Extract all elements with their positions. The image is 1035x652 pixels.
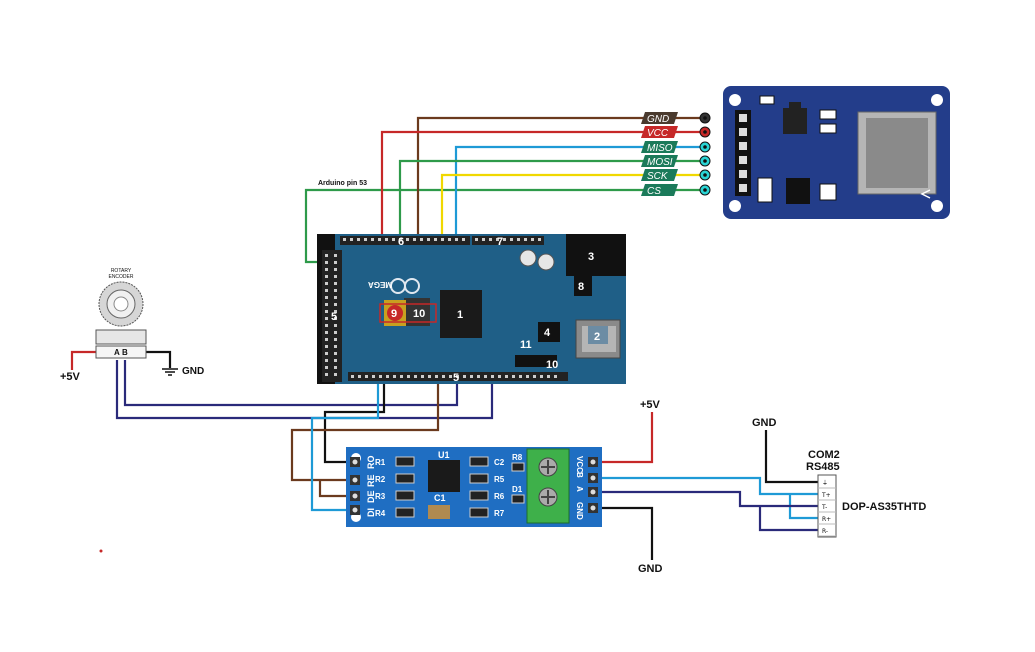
rs485-pin-b: B — [575, 472, 584, 478]
arduino-mega-text: MEGA — [368, 280, 392, 289]
com-terminal-label: T+ — [821, 492, 831, 499]
encoder-title-line1: ROTARY — [111, 268, 132, 274]
sd-pin-label: CS — [647, 186, 661, 197]
rs485-res-label: R6 — [494, 492, 505, 501]
rs485-pin-vcc: VCC — [575, 456, 584, 473]
com-terminal-label: ⏚ — [822, 480, 828, 487]
rs485-pin-de: DE — [366, 490, 376, 503]
wire-rs485-ro — [323, 380, 386, 464]
sd-pin-vcc: VCC — [641, 126, 711, 139]
device-label: DOP-AS35THTD — [842, 501, 926, 513]
com-terminals: ⏚ T+ T- R+ R- — [818, 480, 836, 537]
wire-rs485-vcc — [598, 412, 654, 464]
wire-enc-gnd — [146, 350, 172, 368]
rs485-res-label: R1 — [375, 458, 386, 467]
sd-pin-label: GND — [647, 114, 669, 125]
rs485-gnd-label: GND — [638, 563, 663, 575]
arduino-callouts: 1 2 3 4 5 5 6 7 8 9 10 10 11 — [331, 236, 610, 384]
stray-dot — [99, 549, 103, 553]
sd-pin-label: VCC — [647, 128, 669, 139]
callout-10b: 10 — [546, 359, 558, 371]
callout-2: 2 — [594, 331, 600, 343]
rs485-vcc-label: +5V — [640, 399, 661, 411]
com-gnd-label: GND — [752, 417, 777, 429]
rs485-pin-re: RE — [366, 474, 376, 487]
com-port: GND COM2 RS485 ⏚ T+ T- R+ R- DOP-AS35THTD — [752, 417, 926, 538]
sd-card-module — [723, 86, 950, 219]
callout-7: 7 — [497, 236, 503, 248]
callout-11: 11 — [520, 339, 532, 351]
encoder-vcc-label: +5V — [60, 371, 81, 383]
callout-1: 1 — [457, 309, 463, 321]
com-title-line1: COM2 — [808, 449, 840, 461]
com-terminal-label: T- — [821, 504, 827, 511]
header-pins — [325, 238, 557, 378]
rs485-pin-a: A — [575, 486, 584, 492]
sd-pin-cs: CS — [641, 184, 711, 197]
rs485-res-label: R3 — [375, 492, 386, 501]
pin53-label: Arduino pin 53 — [318, 180, 367, 187]
rotary-encoder: ROTARY ENCODER A B +5V GND — [60, 268, 204, 383]
com-terminal-label: R+ — [822, 516, 831, 523]
sd-pin-label: MOSI — [647, 157, 673, 168]
rs485-res-label: R4 — [375, 509, 386, 518]
encoder-pin-a: A — [114, 348, 120, 357]
rs485-chip — [428, 460, 460, 492]
wire-enc-vcc — [70, 350, 98, 370]
sd-pin-mosi: MOSI — [641, 155, 711, 168]
rs485-left-pins: RO RE DE DI — [350, 456, 376, 517]
rs485-res-label: R2 — [375, 475, 386, 484]
rs485-cap-label: C1 — [434, 493, 446, 503]
rs485-res-label: C2 — [494, 458, 505, 467]
arduino-mega: MEGA 1 2 3 4 5 5 6 7 8 9 10 10 — [317, 234, 626, 384]
com-terminal-strip — [817, 474, 837, 538]
rs485-res-label: R7 — [494, 509, 505, 518]
encoder-pin-b: B — [122, 348, 128, 357]
sd-pin-label: SCK — [647, 171, 669, 182]
callout-8: 8 — [578, 281, 584, 293]
com-terminal-label: R- — [822, 528, 828, 535]
ground-symbol — [162, 368, 178, 376]
callout-9: 9 — [391, 308, 397, 320]
encoder-title-line2: ENCODER — [108, 274, 133, 280]
wire-rs485-a2 — [758, 506, 820, 532]
callout-3: 3 — [588, 251, 594, 263]
rs485-r8-label: R8 — [512, 453, 523, 462]
rs485-pin-di: DI — [366, 508, 376, 517]
callout-4: 4 — [544, 327, 551, 339]
wire-enc-b — [123, 360, 459, 407]
rs485-pin-ro: RO — [366, 456, 376, 470]
sd-pin-miso: MISO — [641, 141, 711, 154]
wire-rs485-gnd — [598, 506, 654, 560]
sd-pin-sck: SCK — [641, 169, 711, 182]
callout-5a: 5 — [331, 311, 337, 323]
wire-rs485-b2 — [788, 494, 820, 520]
callout-6: 6 — [398, 236, 404, 248]
wire-rs485-di — [310, 380, 380, 512]
encoder-gnd-label: GND — [182, 366, 204, 377]
sd-pin-labels: GND VCC MISO MOSI SCK CS — [641, 112, 711, 197]
wire-enc-a — [115, 360, 494, 420]
wire-rs485-de — [318, 480, 356, 498]
wire-cs-pin53 — [304, 188, 700, 264]
rs485-pin-gnd: GND — [575, 502, 584, 520]
callout-5b: 5 — [453, 372, 459, 384]
sd-pin-gnd: GND — [641, 112, 711, 125]
sd-pin-label: MISO — [647, 143, 673, 154]
rs485-res-label: R5 — [494, 475, 505, 484]
wire-rs485-re — [290, 380, 440, 482]
rs485-d1-label: D1 — [512, 485, 523, 494]
rs485-chip-label: U1 — [438, 450, 450, 460]
wire-com-gnd — [764, 430, 820, 484]
wire-rs485-a — [598, 490, 820, 508]
mcu-chip — [440, 290, 482, 338]
callout-10a: 10 — [413, 308, 425, 320]
encoder-base — [95, 329, 147, 345]
com-title-line2: RS485 — [806, 461, 840, 473]
